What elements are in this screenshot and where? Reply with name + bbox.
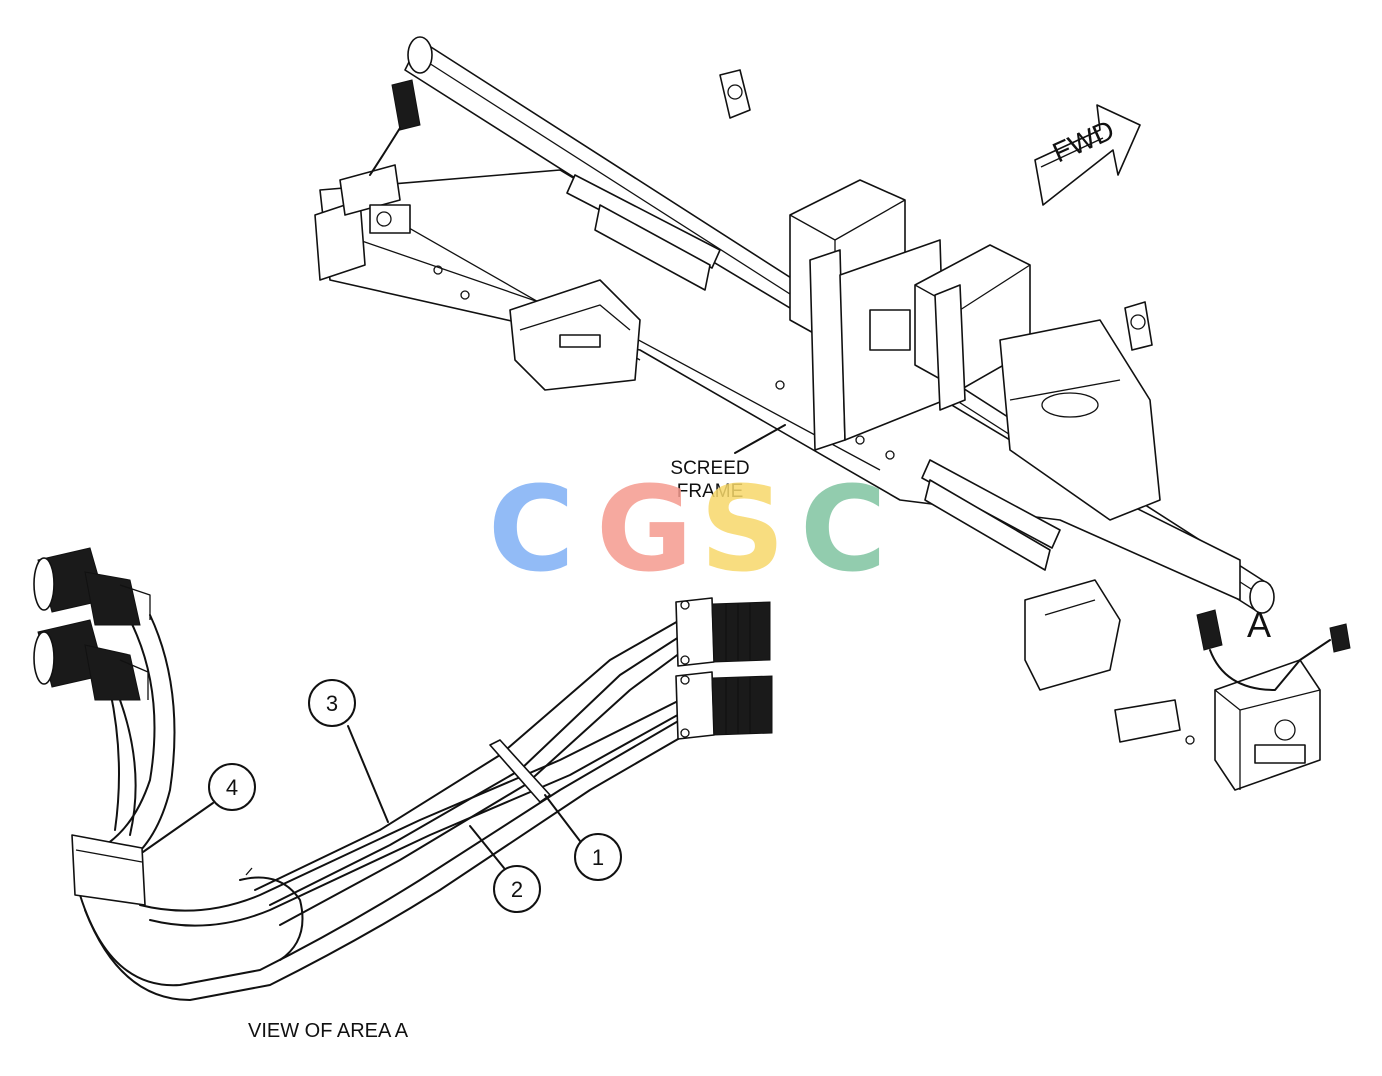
- right-connectors: [675, 597, 773, 740]
- callout-4: 4: [142, 763, 256, 853]
- screed-frame: [314, 36, 1351, 791]
- callout-3: 3: [308, 679, 389, 823]
- screed-frame-label-line2: FRAME: [676, 481, 744, 502]
- callout-2: 2: [469, 825, 541, 913]
- callout-4-number: 4: [226, 775, 238, 800]
- harness-assembly: [33, 547, 773, 1001]
- watermark-letter-1: C: [488, 460, 575, 598]
- watermark-letter-2: G: [596, 460, 693, 598]
- screed-frame-label-line1: SCREED: [670, 458, 750, 479]
- screed-frame-label: SCREED FRAME: [660, 457, 760, 503]
- cgsc-watermark-logo: C G S C: [488, 470, 908, 590]
- fwd-arrow: [1034, 104, 1141, 206]
- watermark-letter-3: S: [700, 460, 785, 598]
- callout-1: 1: [544, 794, 622, 881]
- view-caption: VIEW OF AREA A: [248, 1020, 409, 1042]
- callout-1-number: 1: [592, 845, 604, 870]
- callout-3-number: 3: [326, 691, 338, 716]
- area-a-label: A: [1247, 604, 1272, 645]
- left-connectors: [33, 547, 151, 701]
- callout-2-number: 2: [511, 877, 523, 902]
- callouts: 1 2 3 4: [142, 679, 622, 913]
- watermark-letter-4: C: [800, 460, 887, 598]
